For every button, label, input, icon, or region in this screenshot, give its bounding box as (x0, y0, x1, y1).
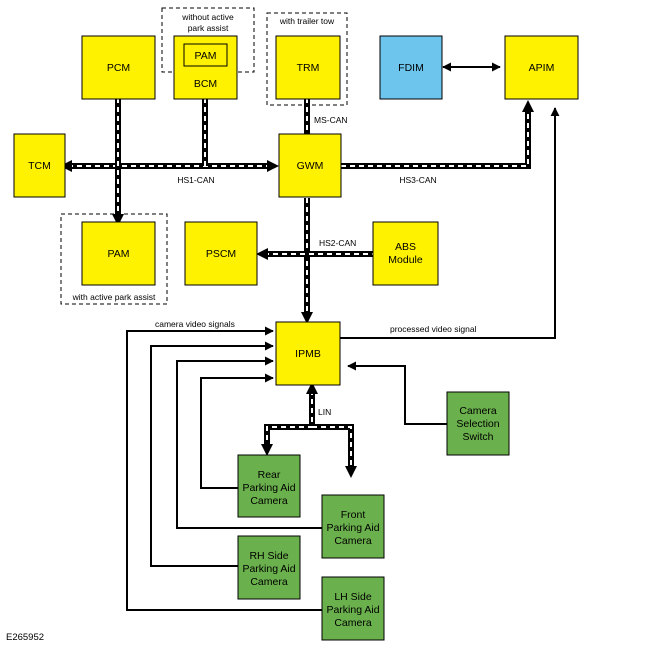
abs-label-line-2: Module (388, 254, 423, 266)
apim-module: APIM (504, 35, 579, 100)
pam-module: PAM (81, 221, 156, 286)
gwm-module: GWM (278, 133, 342, 198)
front-camera-label-line-2: Parking Aid (326, 522, 379, 534)
lin-ipmb-arrowhead (306, 382, 318, 394)
lin-label: LIN (318, 407, 331, 417)
rear-camera-label-line-1: Rear (258, 469, 281, 481)
pscm-module: PSCM (184, 221, 258, 286)
front-parking-aid-camera: Front Parking Aid Camera (321, 494, 385, 559)
rh-camera-label-line-1: RH Side (249, 550, 288, 562)
ipmb-can-arrowhead (301, 312, 313, 324)
pam-in-bcm-label: PAM (195, 50, 217, 62)
pam-label: PAM (108, 248, 130, 260)
with-park-assist-note: with active park assist (72, 292, 156, 302)
camera-selection-switch: Camera Selection Switch (446, 391, 510, 456)
camera-video-signals-label: camera video signals (155, 319, 235, 329)
ms-can-label: MS-CAN (314, 115, 348, 125)
lh-camera-label-line-3: Camera (334, 617, 372, 629)
camera-switch-label-line-3: Switch (463, 431, 494, 443)
bus-arrowheads (60, 100, 534, 478)
front-camera-label-line-3: Camera (334, 535, 372, 547)
pcm-label: PCM (107, 62, 130, 74)
lh-side-parking-aid-camera: LH Side Parking Aid Camera (321, 576, 385, 641)
trm-module: TRM (275, 35, 341, 100)
rear-parking-aid-camera: Rear Parking Aid Camera (237, 454, 301, 518)
ipmb-module: IPMB (275, 321, 341, 386)
ipmb-label: IPMB (295, 348, 321, 360)
without-park-assist-note-line-2: park assist (188, 23, 229, 33)
hs1-can-label: HS1-CAN (177, 175, 214, 185)
pcm-module: PCM (81, 35, 156, 100)
rh-side-parking-aid-camera: RH Side Parking Aid Camera (237, 535, 301, 600)
abs-module: ABS Module (372, 221, 439, 286)
fdim-label: FDIM (398, 62, 424, 74)
gwm-hs1-arrowhead (267, 160, 279, 172)
tcm-module: TCM (13, 133, 66, 198)
tcm-arrowhead (60, 160, 72, 172)
lh-camera-label-line-2: Parking Aid (326, 604, 379, 616)
processed-video-signal-label: processed video signal (390, 324, 477, 334)
front-camera-lin-arrowhead (345, 466, 357, 478)
hs2-can-label: HS2-CAN (319, 238, 356, 248)
tcm-label: TCM (28, 160, 51, 172)
bcm-label: BCM (194, 78, 217, 90)
camera-switch-label-line-1: Camera (459, 405, 497, 417)
lh-camera-label-line-1: LH Side (334, 591, 372, 603)
rear-camera-label-line-2: Parking Aid (242, 482, 295, 494)
without-park-assist-note-line-1: without active (181, 12, 234, 22)
bcm-module: PAM BCM (173, 35, 238, 100)
trailer-tow-note: with trailer tow (279, 16, 335, 26)
can-bus-lines (68, 98, 531, 470)
signal-lines (126, 62, 560, 611)
apim-hs3-arrowhead (522, 100, 534, 112)
figure-reference-code: E265952 (6, 632, 44, 643)
hs3-can-label: HS3-CAN (399, 175, 436, 185)
pam-arrowhead (112, 214, 124, 226)
trm-label: TRM (297, 62, 320, 74)
rh-camera-label-line-2: Parking Aid (242, 563, 295, 575)
rh-camera-label-line-3: Camera (250, 576, 288, 588)
rear-camera-label-line-3: Camera (250, 495, 288, 507)
camera-switch-label-line-2: Selection (456, 418, 499, 430)
fdim-module: FDIM (379, 35, 443, 100)
without-park-assist-dashed-box (161, 7, 255, 73)
pscm-arrowhead (256, 248, 268, 260)
apim-label: APIM (529, 62, 555, 74)
gwm-label: GWM (297, 160, 324, 172)
rear-camera-lin-arrowhead (261, 444, 273, 456)
pscm-label: PSCM (206, 248, 236, 260)
front-camera-label-line-1: Front (341, 509, 366, 521)
abs-label-line-1: ABS (395, 241, 416, 253)
